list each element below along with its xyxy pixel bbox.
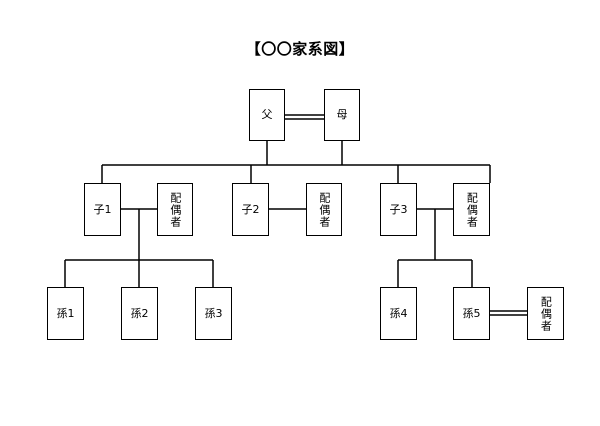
person-label: 配偶者 bbox=[317, 191, 331, 228]
person-box-child1-spouse: 配偶者 bbox=[157, 183, 193, 236]
person-box-grandchild5-spouse: 配偶者 bbox=[527, 287, 564, 340]
person-label: 孫2 bbox=[130, 306, 149, 320]
person-box-grandchild3: 孫3 bbox=[195, 287, 232, 340]
person-box-grandchild5: 孫5 bbox=[453, 287, 490, 340]
person-box-grandchild2: 孫2 bbox=[121, 287, 158, 340]
person-label: 子3 bbox=[389, 202, 408, 216]
person-label: 子1 bbox=[93, 202, 112, 216]
person-box-child1: 子1 bbox=[84, 183, 121, 236]
person-label: 孫3 bbox=[204, 306, 223, 320]
person-box-grandchild1: 孫1 bbox=[47, 287, 84, 340]
person-label: 母 bbox=[336, 108, 348, 122]
person-box-child3-spouse: 配偶者 bbox=[453, 183, 490, 236]
person-label: 孫1 bbox=[56, 306, 75, 320]
person-box-mother: 母 bbox=[324, 89, 360, 141]
person-box-grandchild4: 孫4 bbox=[380, 287, 417, 340]
person-label: 孫4 bbox=[389, 306, 408, 320]
person-label: 父 bbox=[261, 108, 273, 122]
person-box-child2: 子2 bbox=[232, 183, 269, 236]
person-label: 配偶者 bbox=[539, 295, 553, 332]
person-label: 配偶者 bbox=[465, 191, 479, 228]
page-title: 【〇〇家系図】 bbox=[245, 40, 355, 58]
person-label: 子2 bbox=[241, 202, 260, 216]
person-label: 配偶者 bbox=[168, 191, 182, 228]
person-box-child3: 子3 bbox=[380, 183, 417, 236]
person-box-father: 父 bbox=[249, 89, 285, 141]
person-label: 孫5 bbox=[462, 306, 481, 320]
person-box-child2-spouse: 配偶者 bbox=[306, 183, 342, 236]
